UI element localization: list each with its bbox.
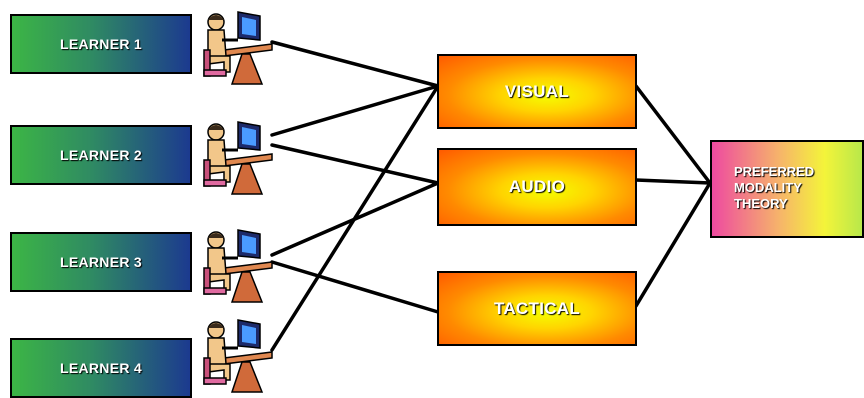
- learner-box-1: LEARNER 1: [10, 14, 192, 74]
- link-learner4-visual: [270, 84, 440, 352]
- learner-label: LEARNER 4: [59, 360, 143, 376]
- link-learner2-visual: [270, 84, 440, 137]
- learner-at-computer-icon: [203, 121, 273, 195]
- modality-box-visual: VISUAL: [437, 54, 637, 129]
- modality-label: VISUAL: [504, 81, 570, 101]
- link-tactical-theory: [634, 181, 712, 308]
- learner-box-3: LEARNER 3: [10, 232, 192, 292]
- learner-at-computer-icon: [203, 229, 273, 303]
- preferred-modality-theory-box: PREFERRED MODALITY THEORY: [710, 140, 864, 238]
- theory-line: THEORY: [734, 196, 788, 211]
- theory-line: PREFERRED: [734, 164, 815, 179]
- learner-label: LEARNER 2: [59, 147, 143, 163]
- learner-label: LEARNER 1: [59, 36, 143, 52]
- learner-label: LEARNER 3: [59, 254, 143, 270]
- learner-at-computer-icon: [203, 11, 273, 85]
- modality-box-tactical: TACTICAL: [437, 271, 637, 346]
- modality-box-audio: AUDIO: [437, 148, 637, 226]
- theory-line: MODALITY: [734, 180, 802, 195]
- link-audio-theory: [634, 178, 712, 185]
- link-learner3-tactical: [270, 260, 440, 314]
- learner-box-4: LEARNER 4: [10, 338, 192, 398]
- link-learner2-audio: [270, 143, 440, 185]
- learner-at-computer-icon: [203, 319, 273, 393]
- learner-box-2: LEARNER 2: [10, 125, 192, 185]
- modality-label: TACTICAL: [493, 298, 581, 318]
- link-visual-theory: [634, 84, 712, 185]
- modality-label: AUDIO: [508, 177, 566, 196]
- link-learner1-visual: [270, 40, 440, 88]
